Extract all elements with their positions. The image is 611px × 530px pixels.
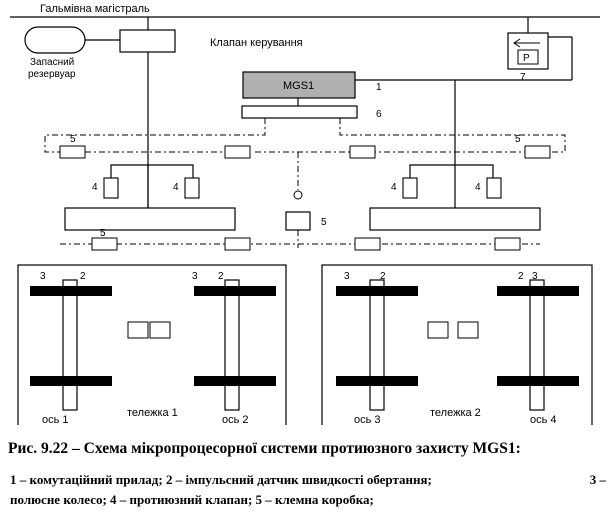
callout-4: 4 [92, 182, 98, 193]
callout-3: 3 [344, 271, 350, 282]
wheelset-axle-4 [529, 279, 545, 411]
anti-skid-valve [184, 177, 200, 199]
control-valve-label: Клапан керування [210, 37, 303, 49]
bogie-1-label: тележка 1 [127, 407, 178, 419]
bogie-frame-2 [321, 264, 593, 425]
callout-5: 5 [321, 217, 327, 228]
callout-5: 5 [70, 134, 76, 145]
mgs1-label: MGS1 [283, 80, 314, 92]
terminal-box-5 [354, 237, 381, 251]
reservoir-label-1: Запасний [30, 57, 74, 68]
callout-4: 4 [475, 182, 481, 193]
mgs1-controller [242, 71, 356, 99]
legend-line-1: 1 – комутаційний прилад; 2 – імпульсний … [10, 470, 606, 490]
anti-skid-valve [103, 177, 119, 199]
terminal-box-5 [224, 237, 251, 251]
reservoir-label-2: резервуар [28, 69, 76, 80]
pressure-switch-label: P [523, 53, 530, 64]
terminal-box-5 [524, 145, 551, 159]
callout-1: 1 [376, 82, 382, 93]
callout-2: 2 [518, 271, 524, 282]
terminal-box-5 [59, 145, 86, 159]
callout-4: 4 [391, 182, 397, 193]
figure-legend: 1 – комутаційний прилад; 2 – імпульсний … [10, 470, 606, 510]
wheelset-axle-1 [62, 279, 78, 411]
callout-2: 2 [380, 271, 386, 282]
terminal-box-6 [241, 105, 358, 119]
speed-sensor [457, 321, 479, 339]
axle-1-label: ось 1 [42, 414, 69, 425]
callout-2: 2 [80, 271, 86, 282]
callout-5: 5 [515, 134, 521, 145]
mgs1-schematic: Гальмівна магістраль Запасний резервуар … [10, 3, 600, 425]
terminal-box-5-central [285, 211, 311, 231]
brake-main-label: Гальмівна магістраль [40, 3, 150, 15]
terminal-box-5 [224, 145, 251, 159]
callout-4: 4 [173, 182, 179, 193]
pressure-switch [517, 49, 539, 65]
bogie-2-label: тележка 2 [430, 407, 481, 419]
terminal-box-5 [91, 237, 118, 251]
callout-2: 2 [218, 271, 224, 282]
anti-skid-valve [486, 177, 502, 199]
callout-7: 7 [520, 72, 526, 83]
legend-line-1-right: 3 – [589, 472, 606, 487]
speed-sensor [149, 321, 171, 339]
callout-5: 5 [100, 228, 106, 239]
anti-skid-valve [402, 177, 418, 199]
bogie-frame-1 [17, 264, 287, 425]
callout-3: 3 [40, 271, 46, 282]
wheelset-axle-2 [224, 279, 240, 411]
wheelset-axle-3 [369, 279, 385, 411]
axle-2-label: ось 2 [222, 414, 249, 425]
axle-3-label: ось 3 [354, 414, 381, 425]
axle-4-label: ось 4 [530, 414, 557, 425]
speed-sensor [427, 321, 449, 339]
terminal-box-5 [349, 145, 376, 159]
legend-line-2: полюсне колесо; 4 – протиюзний клапан; 5… [10, 492, 374, 507]
reserve-reservoir [24, 26, 86, 54]
control-valve [119, 29, 176, 53]
callout-3: 3 [532, 271, 538, 282]
callout-3: 3 [192, 271, 198, 282]
legend-line-1-left: 1 – комутаційний прилад; 2 – імпульсний … [10, 472, 432, 487]
callout-6: 6 [376, 109, 382, 120]
terminal-box-5 [494, 237, 521, 251]
figure-caption: Рис. 9.22 – Схема мікропроцесорної систе… [8, 440, 521, 457]
speed-sensor [127, 321, 149, 339]
